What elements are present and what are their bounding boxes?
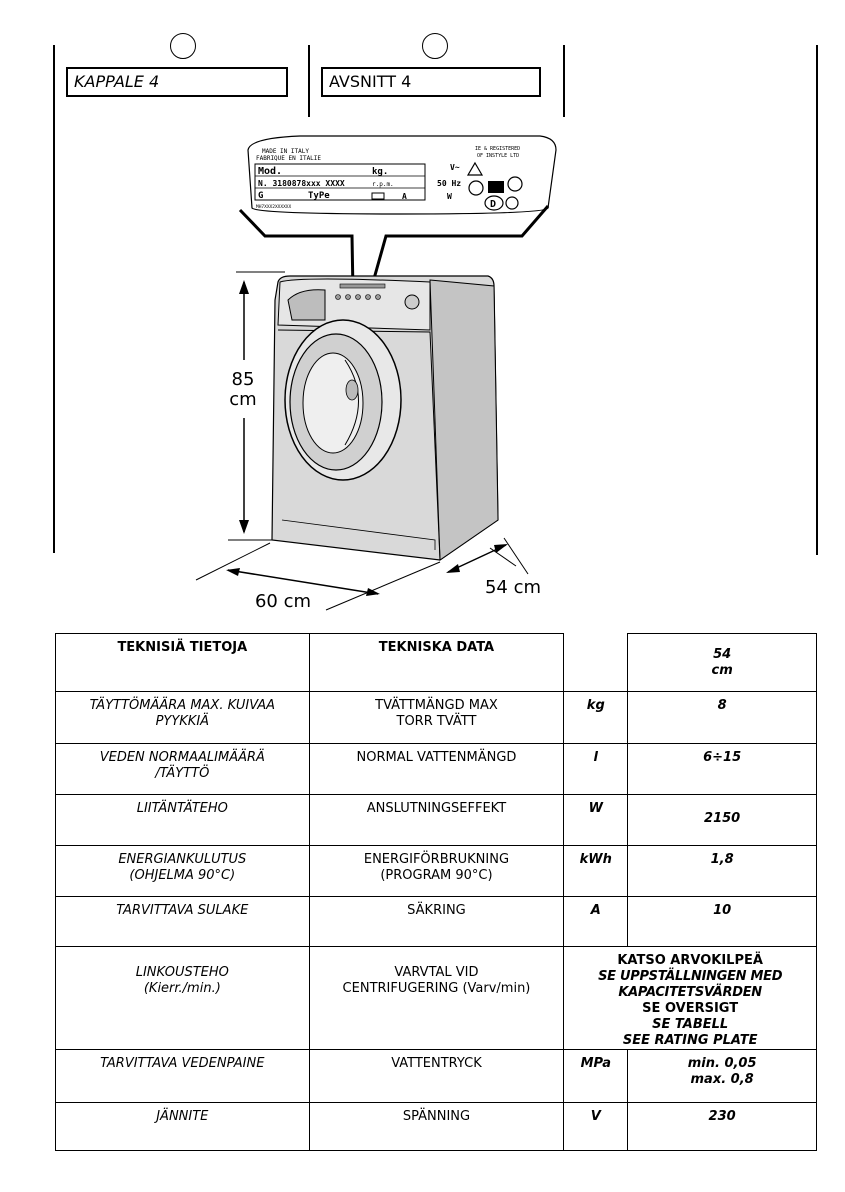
column-rule-2 — [563, 45, 565, 117]
row-label-fi: ENERGIANKULUTUS (OHJELMA 90°C) — [55, 845, 310, 897]
approval-mark-icon-4 — [505, 196, 519, 210]
plate-kg: kg. — [372, 167, 388, 177]
plate-watt: W — [447, 192, 452, 201]
header-unit — [563, 633, 629, 692]
left-margin-rule — [53, 45, 55, 553]
right-margin-rule — [816, 45, 818, 555]
depth-dimension-label: 54 cm — [484, 577, 542, 598]
row-label-sv: SPÄNNING — [308, 1102, 565, 1151]
height-unit: cm — [229, 389, 257, 410]
chapter-heading-fi: KAPPALE 4 — [66, 67, 288, 97]
height-value: 85 — [231, 369, 255, 390]
row-label-sv: VARVTAL VID CENTRIFUGERING (Varv/min) — [308, 946, 565, 1050]
fuse-icon — [371, 192, 385, 200]
chapter-heading-sv: AVSNITT 4 — [321, 67, 541, 97]
row-unit: kg — [563, 691, 629, 744]
svg-text:D: D — [490, 199, 496, 210]
plate-amp: A — [402, 192, 407, 201]
warning-triangle-icon — [466, 161, 484, 176]
row-label-fi: TARVITTAVA SULAKE — [55, 896, 310, 947]
approval-mark-icon-3 — [507, 176, 523, 192]
height-dimension-label: 85 cm — [218, 370, 268, 410]
program-knob — [404, 294, 420, 310]
plate-rpm: r.p.m. — [372, 181, 394, 188]
header-model-size: 54 cm — [627, 633, 817, 692]
row-unit: l — [563, 743, 629, 795]
plate-hz: 50 Hz — [437, 179, 461, 188]
row-value: 6÷15 — [627, 743, 817, 795]
rating-ref-line-1: KATSO ARVOKILPEÄ — [617, 953, 763, 968]
column-rule-1 — [308, 45, 310, 117]
rating-ref-line-2: SE UPPSTÄLLNINGEN MED KAPACITETSVÄRDEN — [598, 969, 783, 1000]
technical-data-table: TEKNISIÄ TIETOJA TEKNISKA DATA 54 cm TÄY… — [55, 633, 817, 1151]
row-label-sv: ANSLUTNINGSEFFEKT — [308, 794, 565, 846]
plate-fabrique: FABRIQUE EN ITALIE — [256, 155, 321, 162]
washing-machine-illustration: MADE IN ITALY FABRIQUE EN ITALIE IE & RE… — [195, 135, 557, 611]
rating-ref-line-3: SE OVERSIGT — [642, 1001, 739, 1016]
table-row: ENERGIANKULUTUS (OHJELMA 90°C) ENERGIFÖR… — [55, 845, 817, 897]
rating-plate: MADE IN ITALY FABRIQUE EN ITALIE IE & RE… — [247, 135, 557, 215]
header-fi: TEKNISIÄ TIETOJA — [55, 633, 310, 692]
row-value: min. 0,05 max. 0,8 — [627, 1049, 817, 1103]
header-sv: TEKNISKA DATA — [308, 633, 565, 692]
row-unit: V — [563, 1102, 629, 1151]
row-value: 8 — [627, 691, 817, 744]
row-label-fi: JÄNNITE — [55, 1102, 310, 1151]
plate-serial: N. 3180878xxx XXXX — [258, 179, 345, 188]
row-label-fi: TARVITTAVA VEDENPAINE — [55, 1049, 310, 1103]
table-row: LINKOUSTEHO (Kierr./min.) VARVTAL VID CE… — [55, 946, 817, 1050]
row-value: 10 — [627, 896, 817, 947]
language-circle-fi — [170, 33, 196, 59]
approval-mark-icon-2 — [488, 181, 504, 193]
row-unit: MPa — [563, 1049, 629, 1103]
plate-code: MH7XXX2XXXXXX — [256, 204, 292, 210]
plate-made-in: MADE IN ITALY — [262, 148, 309, 155]
row-label-sv: NORMAL VATTENMÄNGD — [308, 743, 565, 795]
row-value: 1,8 — [627, 845, 817, 897]
row-value: 230 — [627, 1102, 817, 1151]
table-row: TARVITTAVA VEDENPAINE VATTENTRYCK MPa mi… — [55, 1049, 817, 1103]
plate-volt: V~ — [450, 163, 460, 172]
width-dimension-label: 60 cm — [254, 591, 312, 612]
plate-g: G — [258, 191, 263, 201]
row-label-fi: LIITÄNTÄTEHO — [55, 794, 310, 846]
language-circle-sv — [422, 33, 448, 59]
see-rating-plate-note: KATSO ARVOKILPEÄ SE UPPSTÄLLNINGEN MED K… — [563, 946, 817, 1050]
table-row: JÄNNITE SPÄNNING V 230 — [55, 1102, 817, 1151]
row-unit: W — [563, 794, 629, 846]
row-label-sv: ENERGIFÖRBRUKNING (PROGRAM 90°C) — [308, 845, 565, 897]
row-value: 2150 — [627, 794, 817, 846]
plate-right-note-1: IE & REGISTERED — [475, 146, 520, 152]
table-header-row: TEKNISIÄ TIETOJA TEKNISKA DATA 54 cm — [55, 633, 817, 692]
plate-right-note-2: OF INSTYLE LTD — [477, 153, 519, 159]
row-label-fi: TÄYTTÖMÄÄRA MAX. KUIVAA PYYKKIÄ — [55, 691, 310, 744]
table-row: LIITÄNTÄTEHO ANSLUTNINGSEFFEKT W 2150 — [55, 794, 817, 846]
d-mark-icon — [484, 195, 504, 211]
row-label-fi: VEDEN NORMAALIMÄÄRÄ /TÄYTTÖ — [55, 743, 310, 795]
row-label-sv: SÄKRING — [308, 896, 565, 947]
approval-mark-icon-1 — [468, 180, 484, 196]
table-row: TÄYTTÖMÄÄRA MAX. KUIVAA PYYKKIÄ TVÄTTMÄN… — [55, 691, 817, 744]
rating-ref-line-4: SE TABELL — [652, 1017, 729, 1032]
row-label-fi: LINKOUSTEHO (Kierr./min.) — [55, 946, 310, 1050]
rating-ref-line-5: SEE RATING PLATE — [622, 1033, 758, 1048]
row-unit: kWh — [563, 845, 629, 897]
plate-mod: Mod. — [258, 166, 282, 177]
table-row: TARVITTAVA SULAKE SÄKRING A 10 — [55, 896, 817, 947]
row-unit: A — [563, 896, 629, 947]
row-label-sv: TVÄTTMÄNGD MAX TORR TVÄTT — [308, 691, 565, 744]
plate-type: TyPe — [308, 191, 330, 201]
row-label-sv: VATTENTRYCK — [308, 1049, 565, 1103]
table-row: VEDEN NORMAALIMÄÄRÄ /TÄYTTÖ NORMAL VATTE… — [55, 743, 817, 795]
